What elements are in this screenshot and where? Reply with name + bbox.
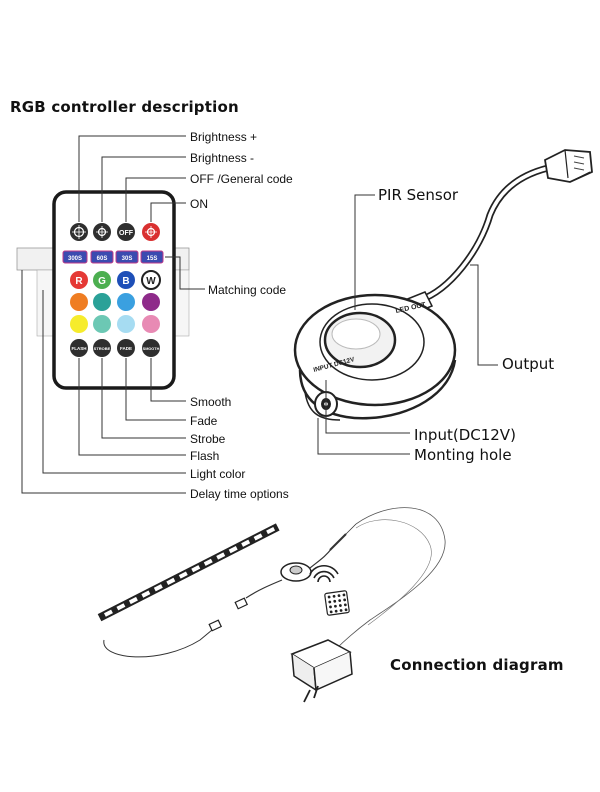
label-input: Input(DC12V) — [414, 426, 516, 444]
svg-text:B: B — [122, 276, 129, 287]
svg-text:FLASH: FLASH — [72, 346, 87, 351]
svg-text:W: W — [146, 276, 156, 287]
leader-brightness-down — [101, 156, 186, 222]
controller-leader-lines — [21, 135, 205, 494]
leader-delay-time — [21, 270, 186, 494]
timer-300s-button: 300S — [62, 250, 88, 264]
svg-text:SMOOTH: SMOOTH — [143, 347, 160, 351]
leader-strobe — [101, 358, 186, 439]
leader-fade — [125, 358, 186, 421]
leader-on — [150, 202, 186, 222]
svg-text:OFF: OFF — [119, 230, 134, 237]
label-output: Output — [502, 355, 555, 373]
brightness-up-button — [70, 223, 88, 241]
on-button — [142, 223, 160, 241]
color-light-blue-button — [117, 315, 135, 333]
label-light-color: Light color — [190, 467, 246, 481]
sensor-leader-lines — [317, 194, 498, 455]
label-brightness-up: Brightness + — [190, 130, 258, 144]
fade-button: FADE — [117, 339, 135, 357]
svg-text:15S: 15S — [147, 256, 158, 262]
smooth-button: SMOOTH — [142, 339, 160, 357]
controller-title: RGB controller description — [10, 98, 239, 116]
led-strip — [97, 523, 280, 622]
label-flash: Flash — [190, 449, 220, 463]
connection-title: Connection diagram — [390, 656, 564, 674]
leader-pir-sensor — [354, 194, 375, 310]
mounting-hole — [304, 391, 341, 421]
label-fade: Fade — [190, 414, 218, 428]
flash-button: FLASH — [70, 339, 88, 357]
leader-off-general — [125, 177, 186, 222]
label-mounting-hole: Monting hole — [414, 446, 512, 464]
timer-30s-button: 30S — [115, 250, 139, 264]
remote-body — [52, 190, 176, 390]
connection-drawing — [97, 507, 446, 703]
color-purple-button — [142, 293, 160, 311]
timer-60s-button: 60S — [90, 250, 114, 264]
label-matching-code: Matching code — [208, 283, 287, 297]
color-yellow-button — [70, 315, 88, 333]
color-mint-button — [93, 315, 111, 333]
remote-control: OFF 300S 60S 30S 15S — [16, 190, 190, 390]
label-off-general: OFF /General code — [190, 172, 293, 186]
leader-output — [470, 264, 498, 366]
timer-15s-button: 15S — [140, 250, 164, 264]
label-on: ON — [190, 197, 208, 211]
label-pir-sensor: PIR Sensor — [378, 186, 459, 204]
svg-text:60S: 60S — [97, 256, 108, 262]
wireless-signal-icon — [309, 565, 339, 583]
white-button: W — [141, 270, 161, 290]
power-adapter — [290, 639, 353, 703]
strip-wire — [103, 629, 213, 658]
svg-text:300S: 300S — [68, 256, 82, 262]
mini-remote — [324, 590, 350, 616]
leader-input — [325, 380, 410, 434]
label-delay-time: Delay time options — [190, 487, 289, 501]
color-sky-button — [117, 293, 135, 311]
leader-light-color — [42, 290, 186, 474]
color-orange-button — [70, 293, 88, 311]
svg-text:STROBE: STROBE — [94, 346, 111, 351]
svg-text:R: R — [75, 276, 83, 287]
color-pink-button — [142, 315, 160, 333]
red-button: R — [70, 271, 88, 289]
label-smooth: Smooth — [190, 395, 232, 409]
leader-matching-code — [165, 256, 205, 290]
leader-flash — [78, 358, 186, 456]
leader-mounting-hole — [317, 418, 410, 455]
color-teal-button — [93, 293, 111, 311]
blue-button: B — [117, 271, 135, 289]
pir-sensor-device: LED OUT INPUT DC12V — [293, 149, 593, 421]
output-connector — [544, 149, 593, 183]
off-button: OFF — [117, 223, 135, 241]
svg-text:G: G — [98, 276, 106, 287]
label-brightness-down: Brightness - — [190, 151, 255, 165]
strip-connector — [208, 619, 223, 632]
green-button: G — [93, 271, 111, 289]
svg-text:30S: 30S — [122, 256, 133, 262]
link-connector — [234, 597, 249, 610]
label-strobe: Strobe — [190, 432, 226, 446]
leader-brightness-up — [78, 135, 186, 222]
strobe-button: STROBE — [93, 339, 111, 357]
svg-text:FADE: FADE — [120, 346, 132, 351]
brightness-down-button — [93, 223, 111, 241]
leader-smooth — [150, 358, 186, 402]
power-cord — [334, 507, 446, 651]
